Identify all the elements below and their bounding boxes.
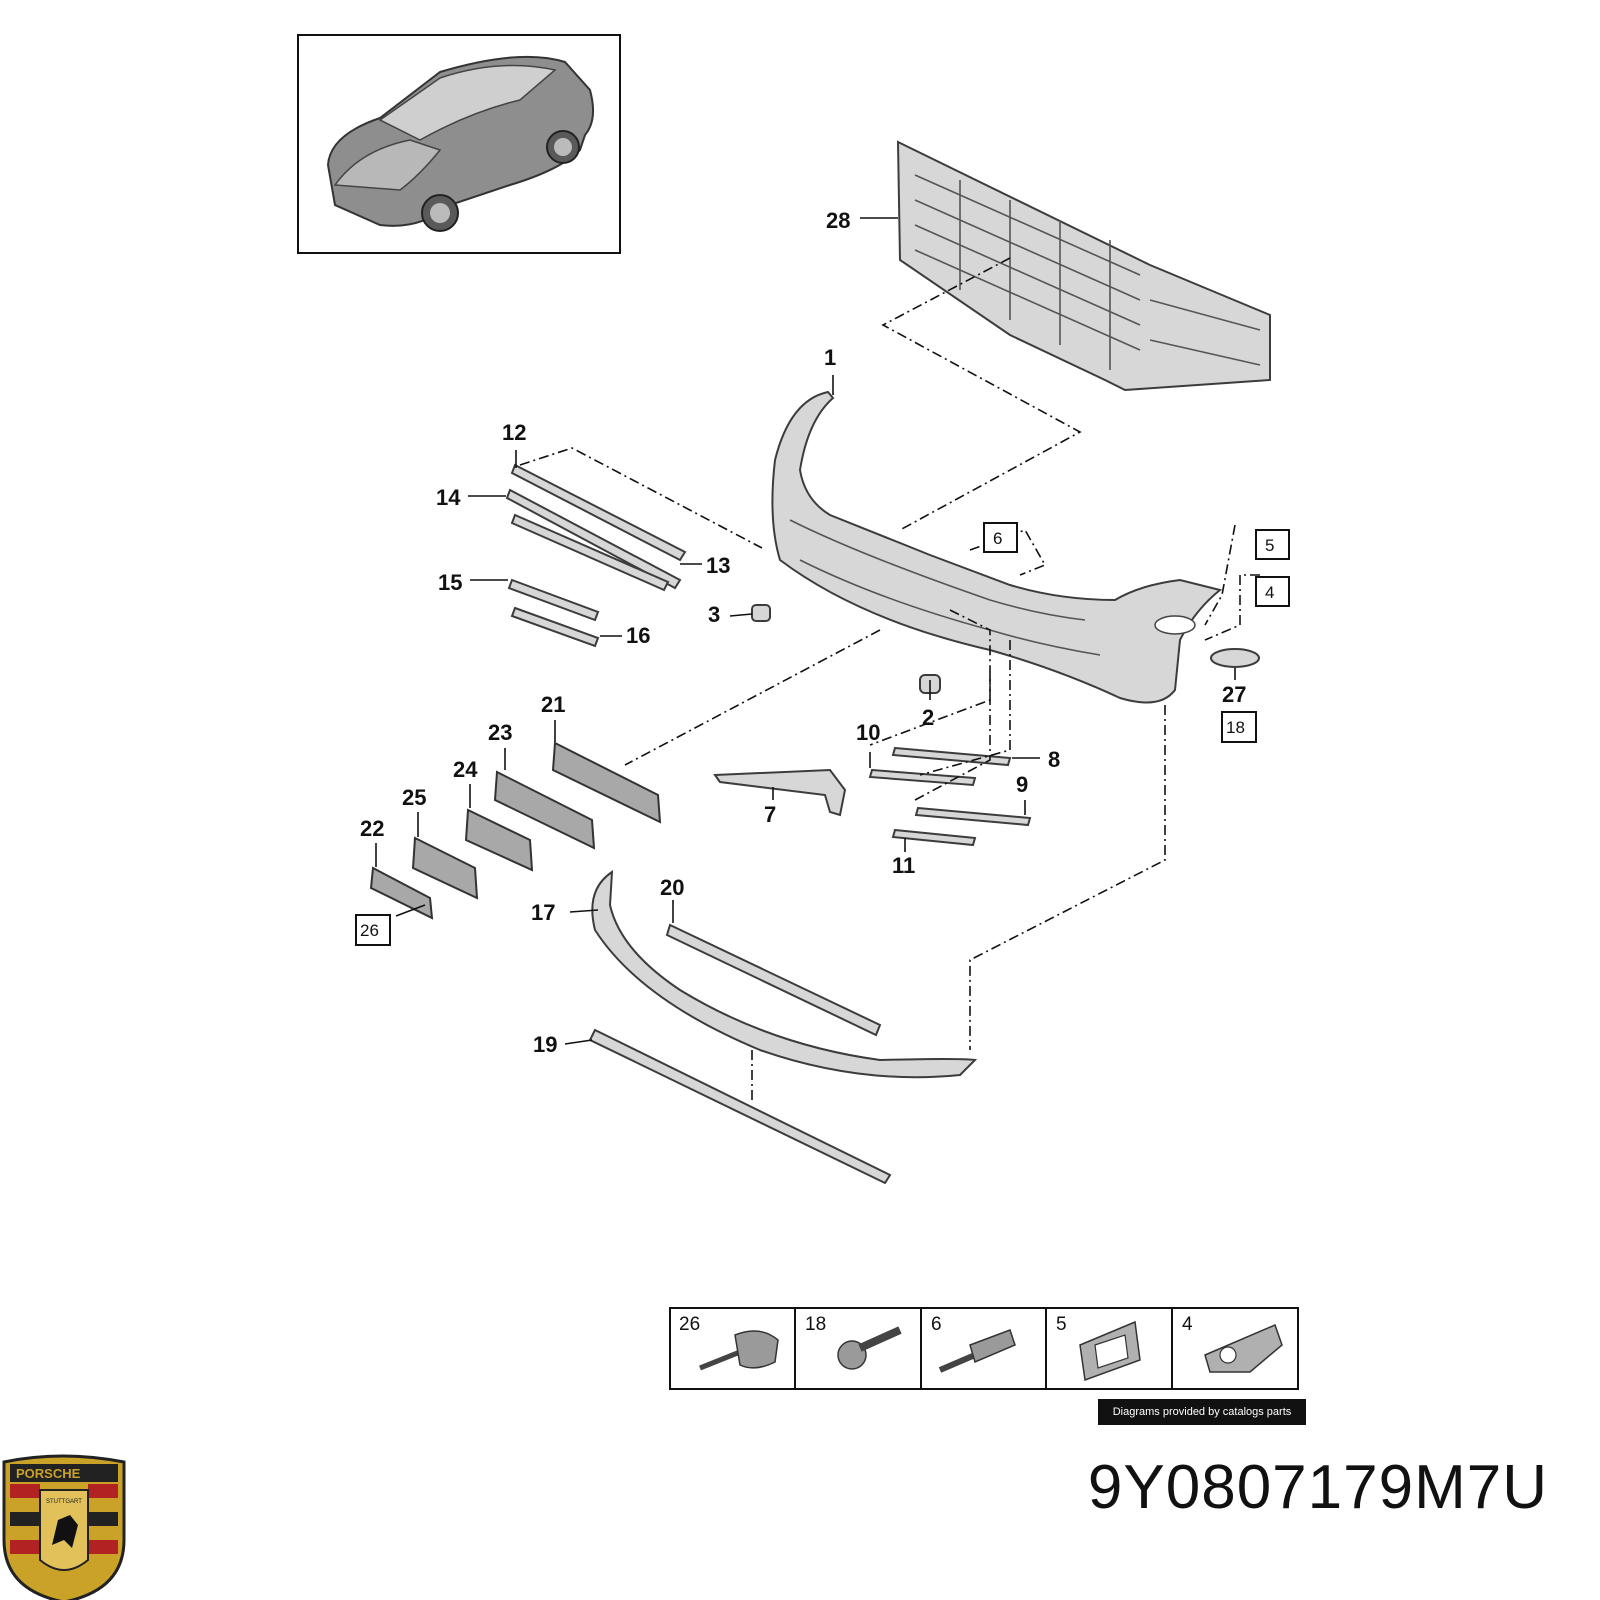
connection-lines [519,257,1260,1100]
logo-wordmark: PORSCHE [16,1466,81,1481]
part-27-bracket [1210,648,1260,668]
callout-25: 25 [402,785,426,810]
part-13-strip [510,513,670,592]
callout-12: 12 [502,420,526,445]
callout-13: 13 [706,553,730,578]
nut-clip-icon [1204,1323,1283,1373]
callout-27: 27 [1222,682,1246,707]
callout-22: 22 [360,816,384,841]
porsche-crest-logo: PORSCHE STUTTGART [2,1454,126,1600]
callout-28: 28 [826,208,850,233]
fastener-cell-26-number: 26 [679,1314,700,1335]
part-22-plate [369,866,434,920]
boxed-callouts: 6 5 4 18 26 [355,522,1290,946]
fastener-cell-4-number: 4 [1182,1314,1193,1335]
callout-17: 17 [531,900,555,925]
boxed-callout-26: 26 [360,921,379,940]
part-8-strip [891,746,1012,767]
part-7-trim [713,768,847,817]
fastener-table: 26 18 6 5 4 [669,1307,1299,1390]
fastener-cell-6-number: 6 [931,1314,942,1335]
part-3-cap [751,604,771,622]
callout-16: 16 [626,623,650,648]
part-28-grille-carrier [896,140,1271,392]
callout-11: 11 [892,853,915,878]
bracket-clip-icon [1079,1320,1141,1382]
fastener-cell-18-number: 18 [805,1314,826,1335]
callout-15: 15 [438,570,462,595]
callout-labels: 1 2 3 7 8 9 10 11 12 13 14 15 16 17 19 2… [360,208,1246,1057]
vehicle-thumbnail [297,34,621,254]
part-11-strip [891,828,977,847]
car-icon [326,55,595,232]
part-14-strip [505,488,682,590]
clip-fastener-icon [699,1330,779,1371]
callout-14: 14 [436,485,461,510]
part-9-strip [914,806,1032,827]
fastener-cell-5-number: 5 [1056,1314,1067,1335]
part-23-plate [493,770,596,850]
callout-3: 3 [708,602,720,627]
diagram-credit: Diagrams provided by catalogs parts [1098,1399,1306,1425]
boxed-callout-5: 5 [1265,536,1274,555]
callout-7: 7 [764,802,776,827]
part-19-strip [588,1028,892,1185]
part-24-plate [464,808,534,872]
part-16-strip [510,606,600,648]
part-number: 9Y0807179M7U [1087,1453,1548,1522]
part-12-strip [510,463,687,562]
screw-icon [837,1326,902,1370]
callout-8: 8 [1048,747,1060,772]
callout-9: 9 [1016,772,1028,797]
rivet-pin-icon [938,1329,1016,1373]
leader-lines [375,217,1236,1045]
callout-24: 24 [453,757,478,782]
callout-23: 23 [488,720,512,745]
part-25-plate [411,836,479,900]
callout-1: 1 [824,345,836,370]
callout-10: 10 [856,720,880,745]
part-15-strip [507,578,600,622]
callout-2: 2 [922,705,934,730]
part-10-strip [868,768,977,787]
part-20-strip [665,923,882,1037]
logo-city-text: STUTTGART [46,1499,82,1505]
callout-20: 20 [660,875,684,900]
callout-19: 19 [533,1032,557,1057]
boxed-callout-6: 6 [993,529,1002,548]
part-21-plate [551,741,662,824]
part-1-bumper-cover [771,390,1223,704]
boxed-callout-18: 18 [1226,718,1245,737]
callout-21: 21 [541,692,565,717]
part-17-spoiler [591,870,978,1079]
boxed-callout-4: 4 [1265,583,1274,602]
